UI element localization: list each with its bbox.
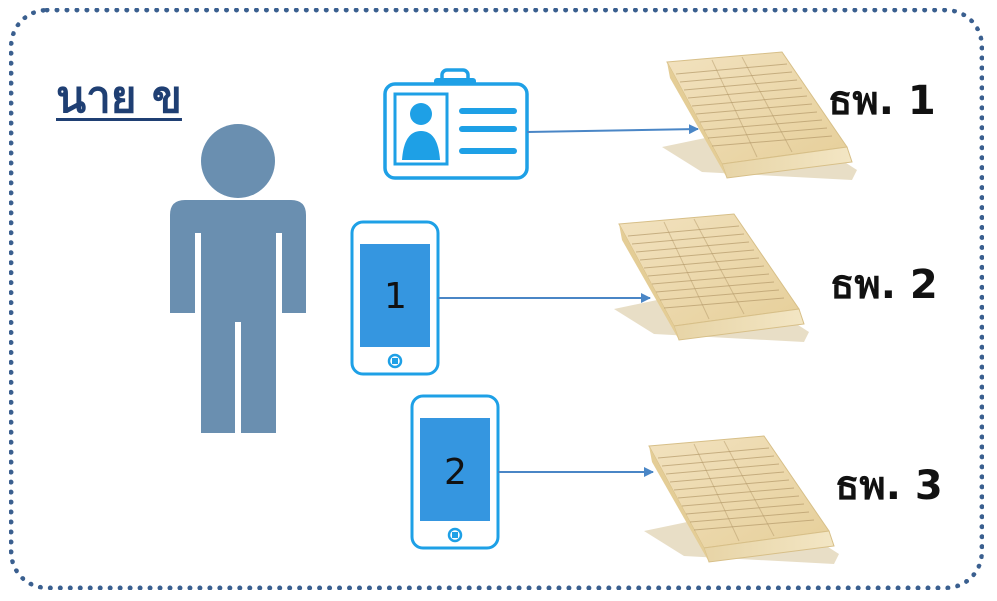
bank-1-label: ธพ. 1 bbox=[828, 78, 936, 124]
phone-2-label: 2 bbox=[444, 452, 467, 493]
bank-3-label: ธพ. 3 bbox=[835, 463, 943, 509]
phone-1-label: 1 bbox=[384, 276, 407, 317]
dotted-frame bbox=[9, 8, 984, 590]
person-icon bbox=[170, 124, 306, 433]
bankbook-icon bbox=[643, 435, 840, 565]
id-card-icon bbox=[383, 68, 529, 180]
bankbook-icon bbox=[613, 213, 810, 343]
bank-2-label: ธพ. 2 bbox=[830, 262, 938, 308]
arrow-idcard-to-bank1 bbox=[526, 124, 699, 135]
person-name-title: นาย ข bbox=[56, 72, 182, 123]
